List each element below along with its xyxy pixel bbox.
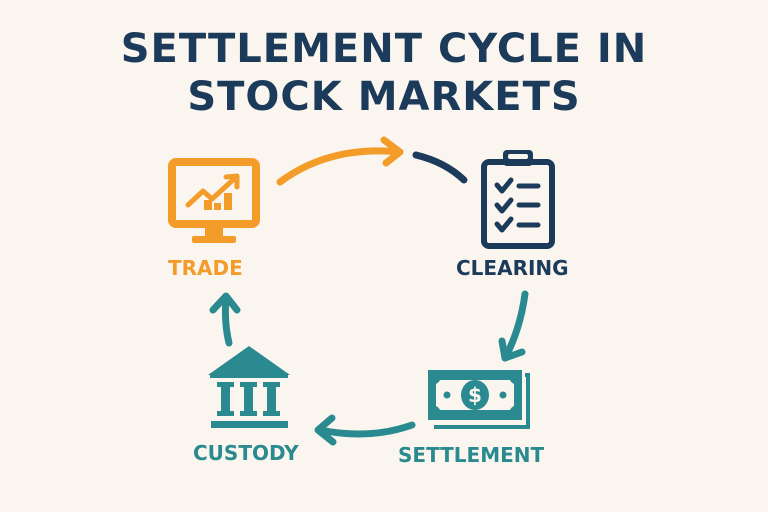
clipboard-checklist-icon	[481, 150, 555, 249]
arrow-custody-to-trade	[209, 292, 241, 347]
arrow-settlement-to-custody	[314, 414, 416, 446]
arrow-clearing-to-settlement	[498, 290, 529, 362]
stage-label-trade: TRADE	[168, 256, 243, 280]
svg-text:$: $	[468, 383, 482, 407]
stage-label-clearing: CLEARING	[456, 256, 569, 280]
diagram-title-line2: STOCK MARKETS	[187, 74, 581, 120]
arrow-connector-dash	[412, 151, 468, 184]
monitor-chart-icon	[168, 158, 260, 243]
diagram-title-line1: SETTLEMENT CYCLE IN	[120, 26, 648, 72]
arrow-trade-to-clearing	[276, 136, 404, 186]
bank-building-icon	[208, 346, 290, 428]
money-bill-icon: $	[428, 370, 530, 429]
stage-label-custody: CUSTODY	[193, 441, 299, 465]
stage-label-settlement: SETTLEMENT	[398, 443, 545, 467]
